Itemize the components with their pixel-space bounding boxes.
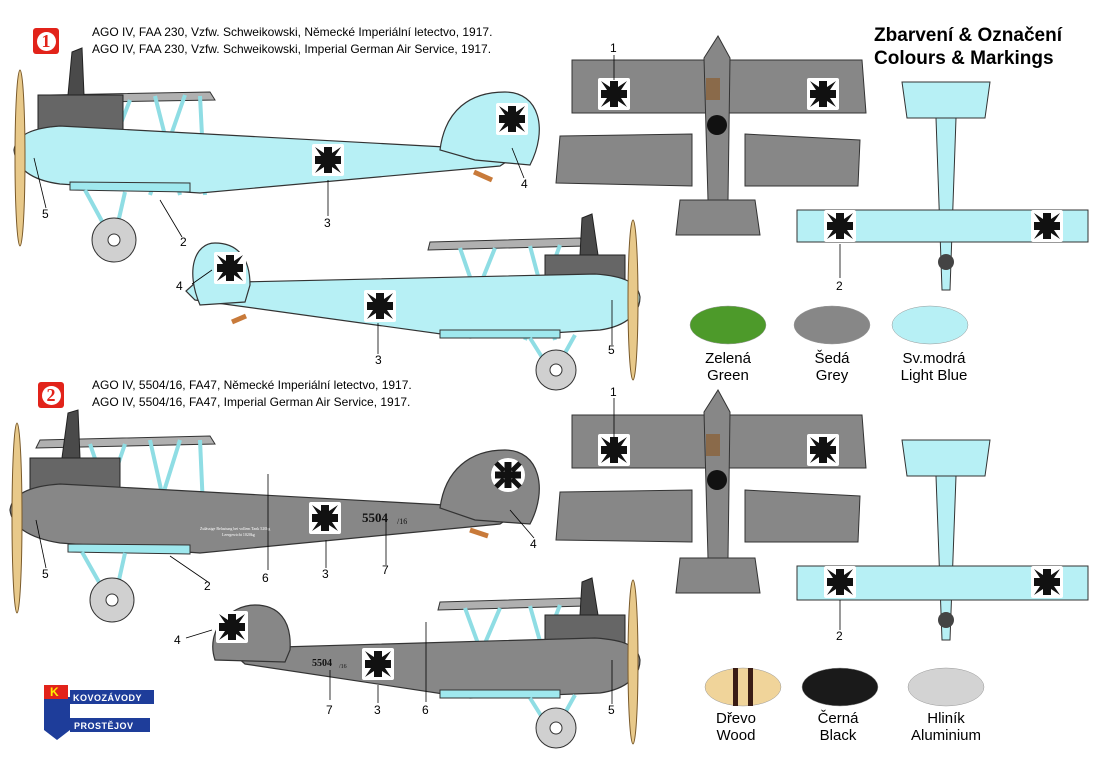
swatch-label-aluminium-czech: Hliník [927,710,965,727]
swatch-green [689,305,767,345]
callouts: 1 5 2 3 4 4 3 5 2 1 5 2 6 3 7 4 4 7 3 6 … [33,41,843,717]
scheme-1-port-side-view [13,47,540,263]
callout-6: 6 [262,571,269,585]
callout-3: 3 [374,703,381,717]
scheme-2-stencil-line2: Leergewicht 1020kg [222,532,255,537]
callout-4: 4 [176,279,183,293]
swatch-label-black-english: Black [819,727,857,744]
title-block: Zbarvení & Označení Colours & Markings [874,24,1062,70]
callout-6: 6 [422,703,429,717]
scheme-1-starboard-side-view [185,213,641,391]
swatch-label-light-blue-english: Light Blue [900,367,968,384]
scheme-2-badge: 2 [38,382,64,408]
scheme-2-bottom-view [796,439,1089,641]
logo-line1: KOVOZÁVODY [73,693,142,703]
scheme-2-serial-port: 5504 [362,510,389,525]
callout-2: 2 [836,279,843,293]
scheme-2-stencil-line1: Zulässige Belastung bei vollem Tank 520k… [200,526,270,531]
callout-7: 7 [326,703,333,717]
callout-2: 2 [204,579,211,593]
scheme-1-caption-czech: AGO IV, FAA 230, Vzfw. Schweikowski, Něm… [92,25,493,39]
callout-2: 2 [180,235,187,249]
callout-2: 2 [836,629,843,643]
scheme-1-caption-english: AGO IV, FAA 230, Vzfw. Schweikowski, Imp… [92,42,492,56]
scheme-2-serial-starboard: 5504 [312,658,332,669]
callout-5: 5 [608,703,615,717]
kovozavody-logo: K KOVOZÁVODY PROSTĚJOV [44,685,154,740]
swatch-label-light-blue: Sv.modrá Light Blue [874,350,994,384]
scheme-2-serial-suffix-starboard: /16 [339,664,347,670]
swatch-label-wood-czech: Dřevo [715,710,756,727]
swatch-black [801,667,879,707]
swatch-label-black-czech: Černá [817,710,859,727]
scheme-1-badge: 1 [33,28,59,54]
swatch-wood [704,667,782,707]
swatch-label-grey-english: Grey [815,367,849,384]
scheme-2-top-view [555,389,867,594]
scheme-2-port-side-view: 5504 /16 Zulässige Belastung bei vollem … [9,409,540,623]
callout-3: 3 [375,353,382,367]
swatch-light-blue [891,305,969,345]
swatch-label-wood-english: Wood [716,727,756,744]
swatch-label-light-blue-czech: Sv.modrá [902,350,966,367]
callout-3: 3 [324,216,331,230]
scheme-2-number: 2 [41,385,61,405]
callout-7: 7 [382,563,389,577]
swatch-label-wood: Dřevo Wood [676,710,796,744]
scheme-1-caption: AGO IV, FAA 230, Vzfw. Schweikowski, Něm… [92,24,492,58]
swatch-label-green: Zelená Green [668,350,788,384]
scheme-1-number: 1 [36,31,56,51]
callout-3: 3 [322,567,329,581]
swatch-grey [793,305,871,345]
swatch-label-grey: Šedá Grey [772,350,892,384]
swatch-label-green-czech: Zelená [705,350,751,367]
scheme-2-caption: AGO IV, 5504/16, FA47, Německé Imperiáln… [92,377,412,411]
callout-5: 5 [42,207,49,221]
callout-1: 1 [610,41,617,55]
scheme-1-top-view [555,35,867,236]
callout-4: 4 [174,633,181,647]
callout-4: 4 [521,177,528,191]
swatch-label-aluminium-english: Aluminium [910,727,982,744]
scheme-2-starboard-side-view: 5504 /16 [212,577,641,749]
colour-swatches [689,305,985,707]
scheme-2-serial-suffix-port: /16 [397,517,407,526]
callout-5: 5 [608,343,615,357]
title-english: Colours & Markings [874,48,1054,69]
swatch-label-aluminium: Hliník Aluminium [886,710,1006,744]
callout-5: 5 [42,567,49,581]
swatch-label-grey-czech: Šedá [814,350,850,367]
swatch-label-green-english: Green [707,367,749,384]
scheme-2-caption-czech: AGO IV, 5504/16, FA47, Německé Imperiáln… [92,378,412,392]
logo-line2: PROSTĚJOV [74,720,134,731]
title-czech: Zbarvení & Označení [874,25,1062,46]
callout-1: 1 [610,385,617,399]
scheme-2-caption-english: AGO IV, 5504/16, FA47, Imperial German A… [92,395,411,409]
callout-4: 4 [530,537,537,551]
swatch-label-black: Černá Black [778,710,898,744]
logo-letter: K [50,685,59,699]
swatch-aluminium [907,667,985,707]
scheme-1-bottom-view [796,81,1089,291]
